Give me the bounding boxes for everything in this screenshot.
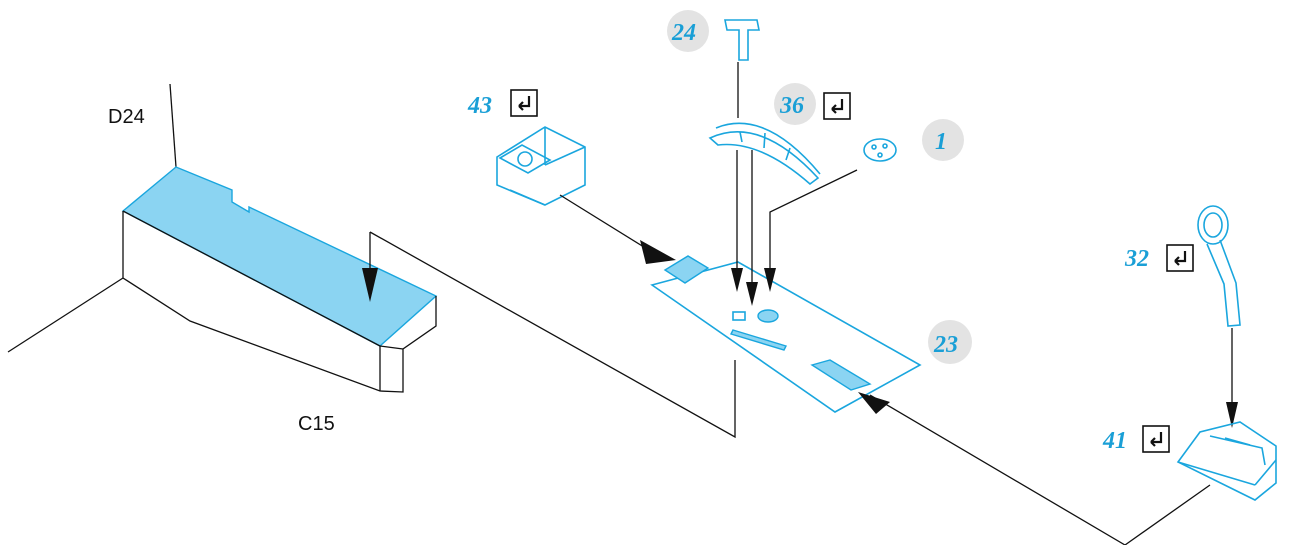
svg-text:1: 1 [935,129,947,155]
return-arrow-icon [1141,424,1171,454]
decal-sheet [650,255,922,413]
badge-32: 32 [1124,246,1149,272]
part-t-24 [724,19,760,118]
arrowhead [362,268,378,302]
svg-text:36: 36 [779,93,804,119]
part-lever-32 [1197,205,1241,428]
return-arrow-icon [509,88,539,118]
part-gate-36 [708,122,821,306]
badge-41: 41 [1102,428,1127,454]
svg-text:32: 32 [1124,246,1149,272]
badge-24: 24 [667,10,709,52]
badge-1: 1 [922,119,964,161]
return-arrow-icon [822,91,852,121]
part-bracket-43 [496,126,676,264]
svg-text:23: 23 [933,332,958,358]
svg-text:24: 24 [671,20,696,46]
part-base-41 [858,392,1277,545]
label-d24: D24 [108,106,145,128]
part-gear-1 [764,138,897,292]
badge-23: 23 [928,320,972,364]
label-c15: C15 [298,413,335,435]
console-top-panel [121,166,438,347]
badge-36: 36 [774,83,816,125]
svg-text:41: 41 [1102,428,1127,454]
svg-text:43: 43 [467,93,492,119]
badge-43: 43 [467,93,492,119]
console-block [7,83,736,439]
return-arrow-icon [1165,243,1195,273]
